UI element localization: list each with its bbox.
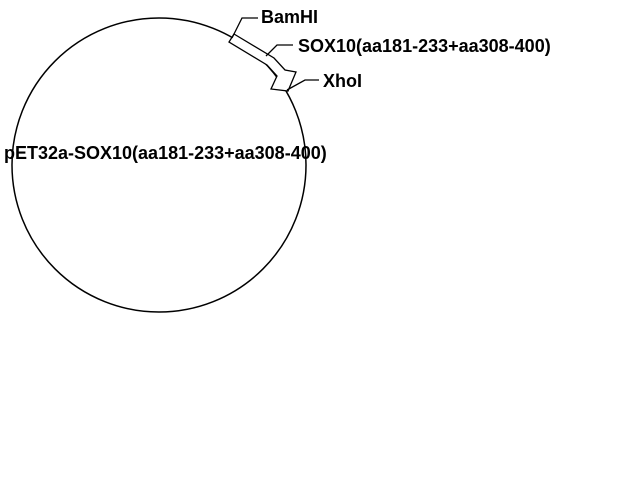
insert-arrow <box>228 33 297 92</box>
xhoi-leader-line <box>286 79 319 91</box>
plasmid-name: pET32a-SOX10(aa181-233+aa308-400) <box>4 143 327 163</box>
insert-label: SOX10(aa181-233+aa308-400) <box>298 36 551 56</box>
bamhi-label: BamHI <box>261 7 318 27</box>
insert-leader-line <box>265 44 293 57</box>
xhoi-label: XhoI <box>323 71 362 91</box>
bamhi-leader-line <box>231 17 258 39</box>
plasmid-backbone-circle <box>11 17 307 313</box>
